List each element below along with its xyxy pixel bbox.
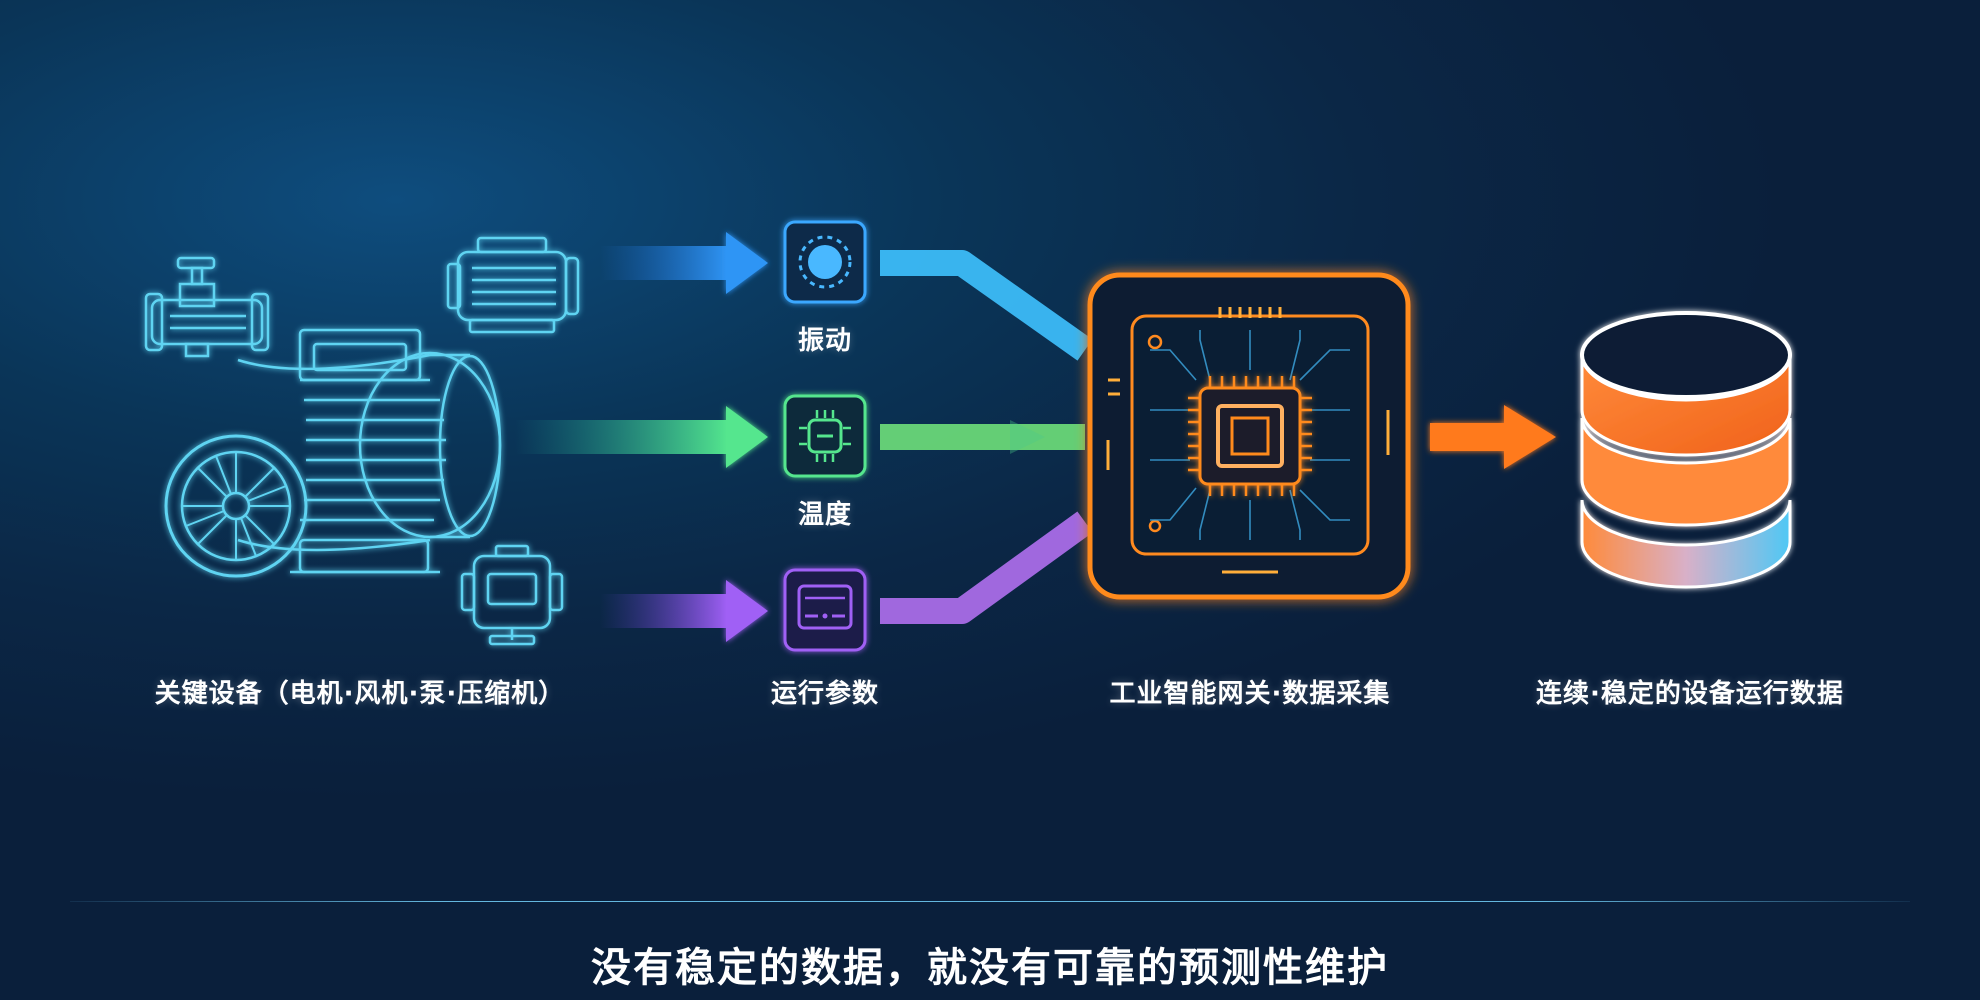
valve-icon bbox=[144, 256, 270, 358]
label-temperature: 温度 bbox=[797, 500, 852, 530]
label-equipment: 关键设备（电机·风机·泵·压缩机） bbox=[154, 679, 566, 709]
pump-motor-icon bbox=[446, 236, 580, 334]
arrow-vibration bbox=[600, 232, 768, 294]
parameter-monitor-icon bbox=[783, 568, 867, 652]
arrow-temperature bbox=[515, 406, 768, 468]
compressor-icon bbox=[460, 544, 564, 646]
label-parameters: 运行参数 bbox=[770, 679, 879, 709]
gateway-chip-icon bbox=[1087, 272, 1411, 600]
temperature-sensor-icon bbox=[783, 394, 867, 478]
footer-divider bbox=[70, 901, 1910, 902]
motor-icon bbox=[164, 328, 502, 578]
label-vibration: 振动 bbox=[797, 326, 852, 356]
tagline: 没有稳定的数据，就没有可靠的预测性维护 bbox=[591, 945, 1389, 991]
arrow-parameters bbox=[600, 580, 768, 642]
database-icon bbox=[1580, 311, 1792, 589]
equipment-group bbox=[144, 236, 580, 646]
output-arrow bbox=[1430, 405, 1556, 469]
vibration-sensor-icon bbox=[783, 220, 867, 304]
label-gateway: 工业智能网关·数据采集 bbox=[1109, 679, 1391, 709]
gateway-connectors bbox=[880, 250, 1093, 624]
input-arrows bbox=[515, 232, 768, 642]
label-database: 连续·稳定的设备运行数据 bbox=[1536, 679, 1844, 709]
